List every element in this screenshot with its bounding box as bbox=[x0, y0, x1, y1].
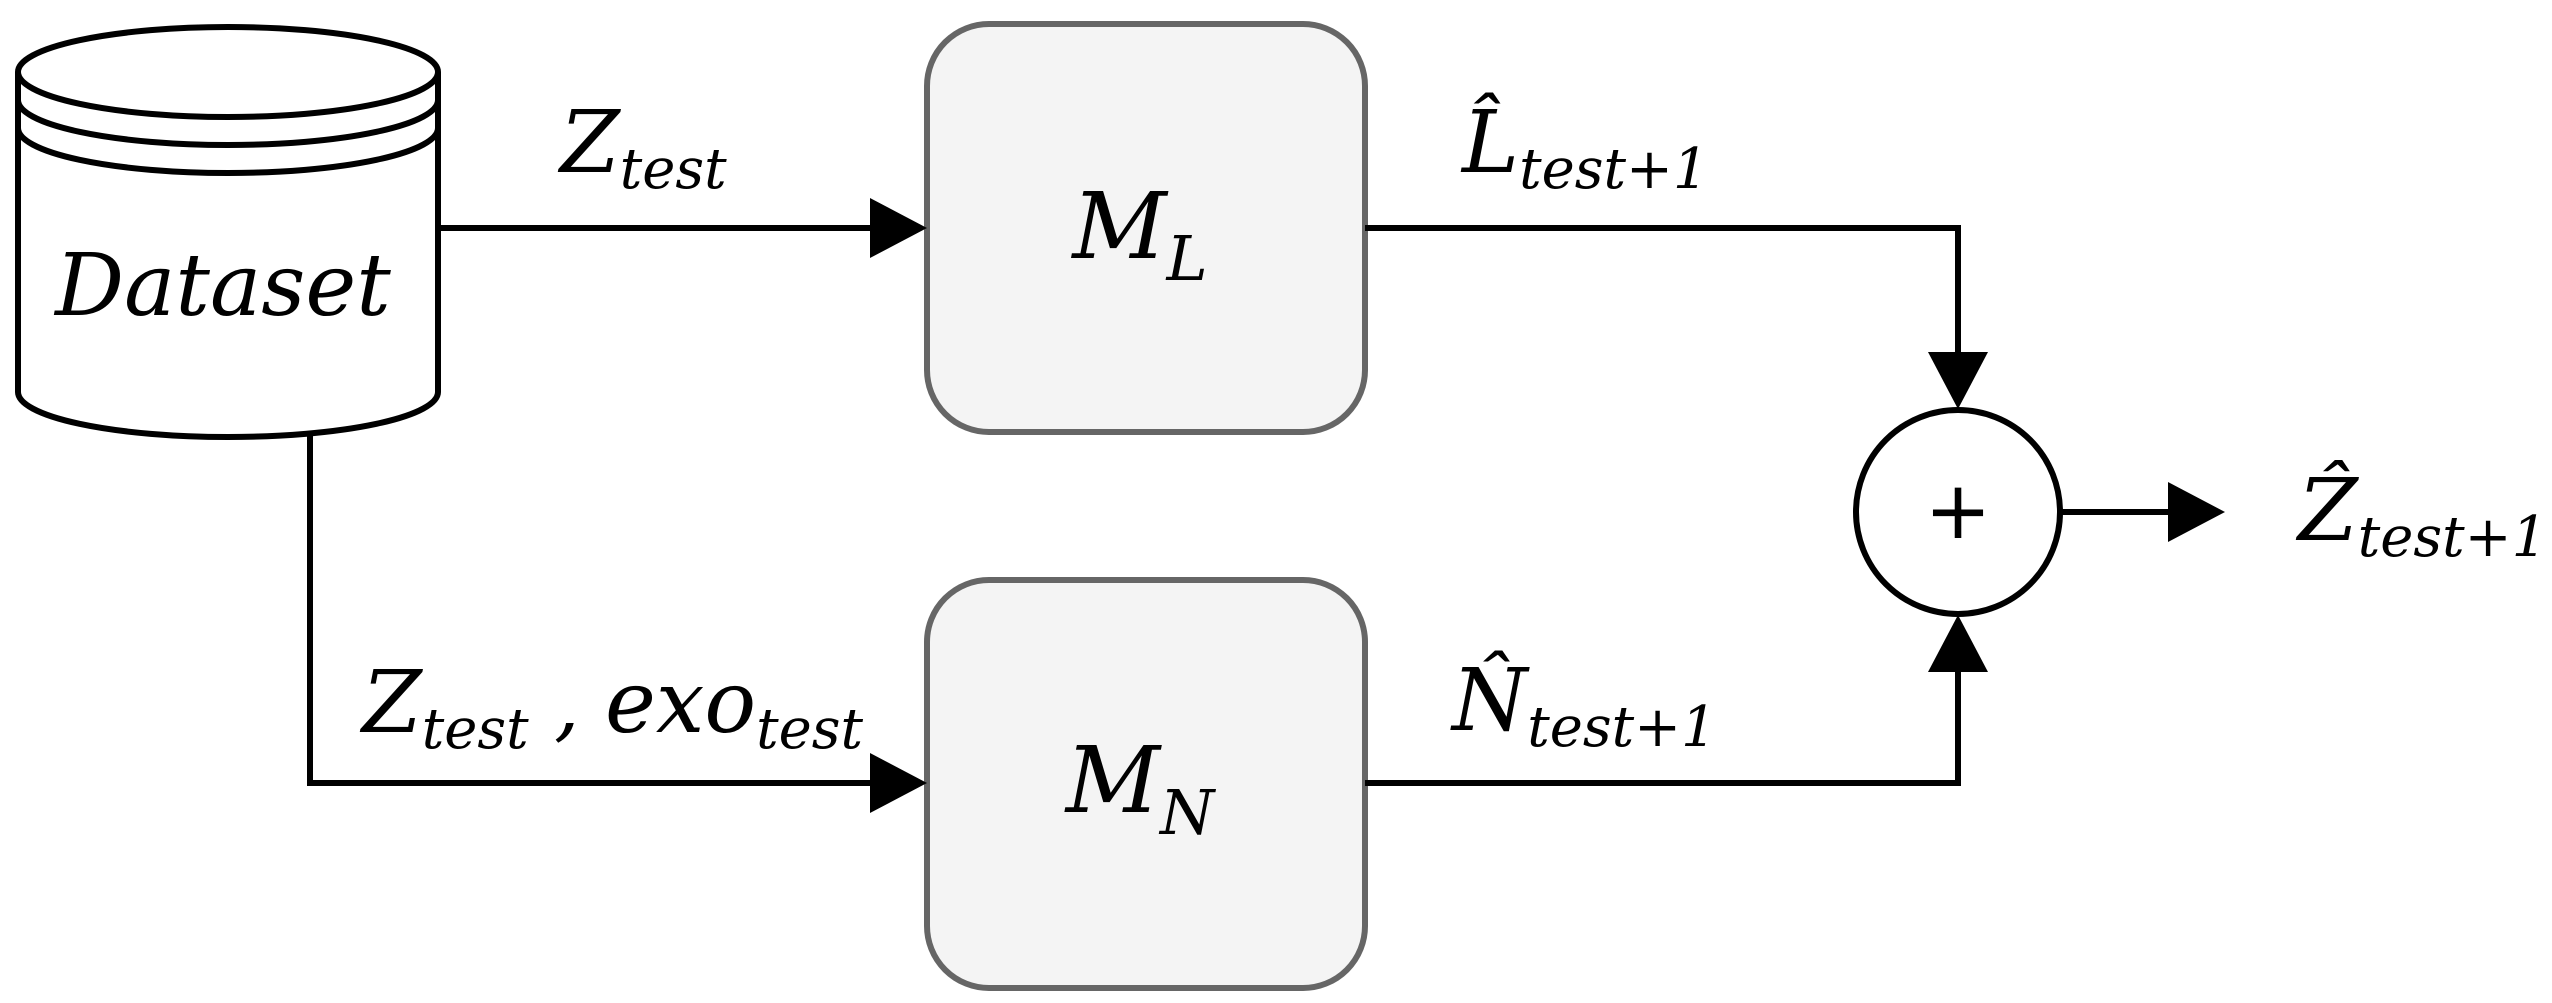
model-linear-label: ML bbox=[1070, 173, 1207, 295]
dataset-label: Dataset bbox=[53, 236, 391, 336]
edge-dataset-to-nonlinear bbox=[307, 436, 927, 813]
sum-symbol: + bbox=[1924, 464, 1991, 557]
edge-nonlinear-to-combiner bbox=[1365, 615, 1988, 786]
sum-node: + bbox=[1853, 407, 2063, 617]
edge-combiner-to-output bbox=[2060, 482, 2225, 542]
model-nonlinear-label: MN bbox=[1064, 727, 1217, 849]
dataset-cylinder: Dataset bbox=[15, 24, 441, 440]
edge-label-linear-out: L̂test+1 bbox=[1460, 92, 1709, 202]
output-label: Ẑtest+1 bbox=[2295, 460, 2547, 570]
edge-label-to-nonlinear: Ztest , exotest bbox=[359, 653, 864, 762]
edge-linear-to-combiner bbox=[1365, 225, 1988, 409]
edge-label-to-linear: Ztest bbox=[557, 93, 727, 202]
model-nonlinear: MN bbox=[924, 577, 1368, 991]
edge-dataset-to-linear bbox=[438, 198, 927, 258]
model-linear: ML bbox=[924, 21, 1368, 435]
edge-label-nonlinear-out: N̂test+1 bbox=[1450, 650, 1717, 760]
